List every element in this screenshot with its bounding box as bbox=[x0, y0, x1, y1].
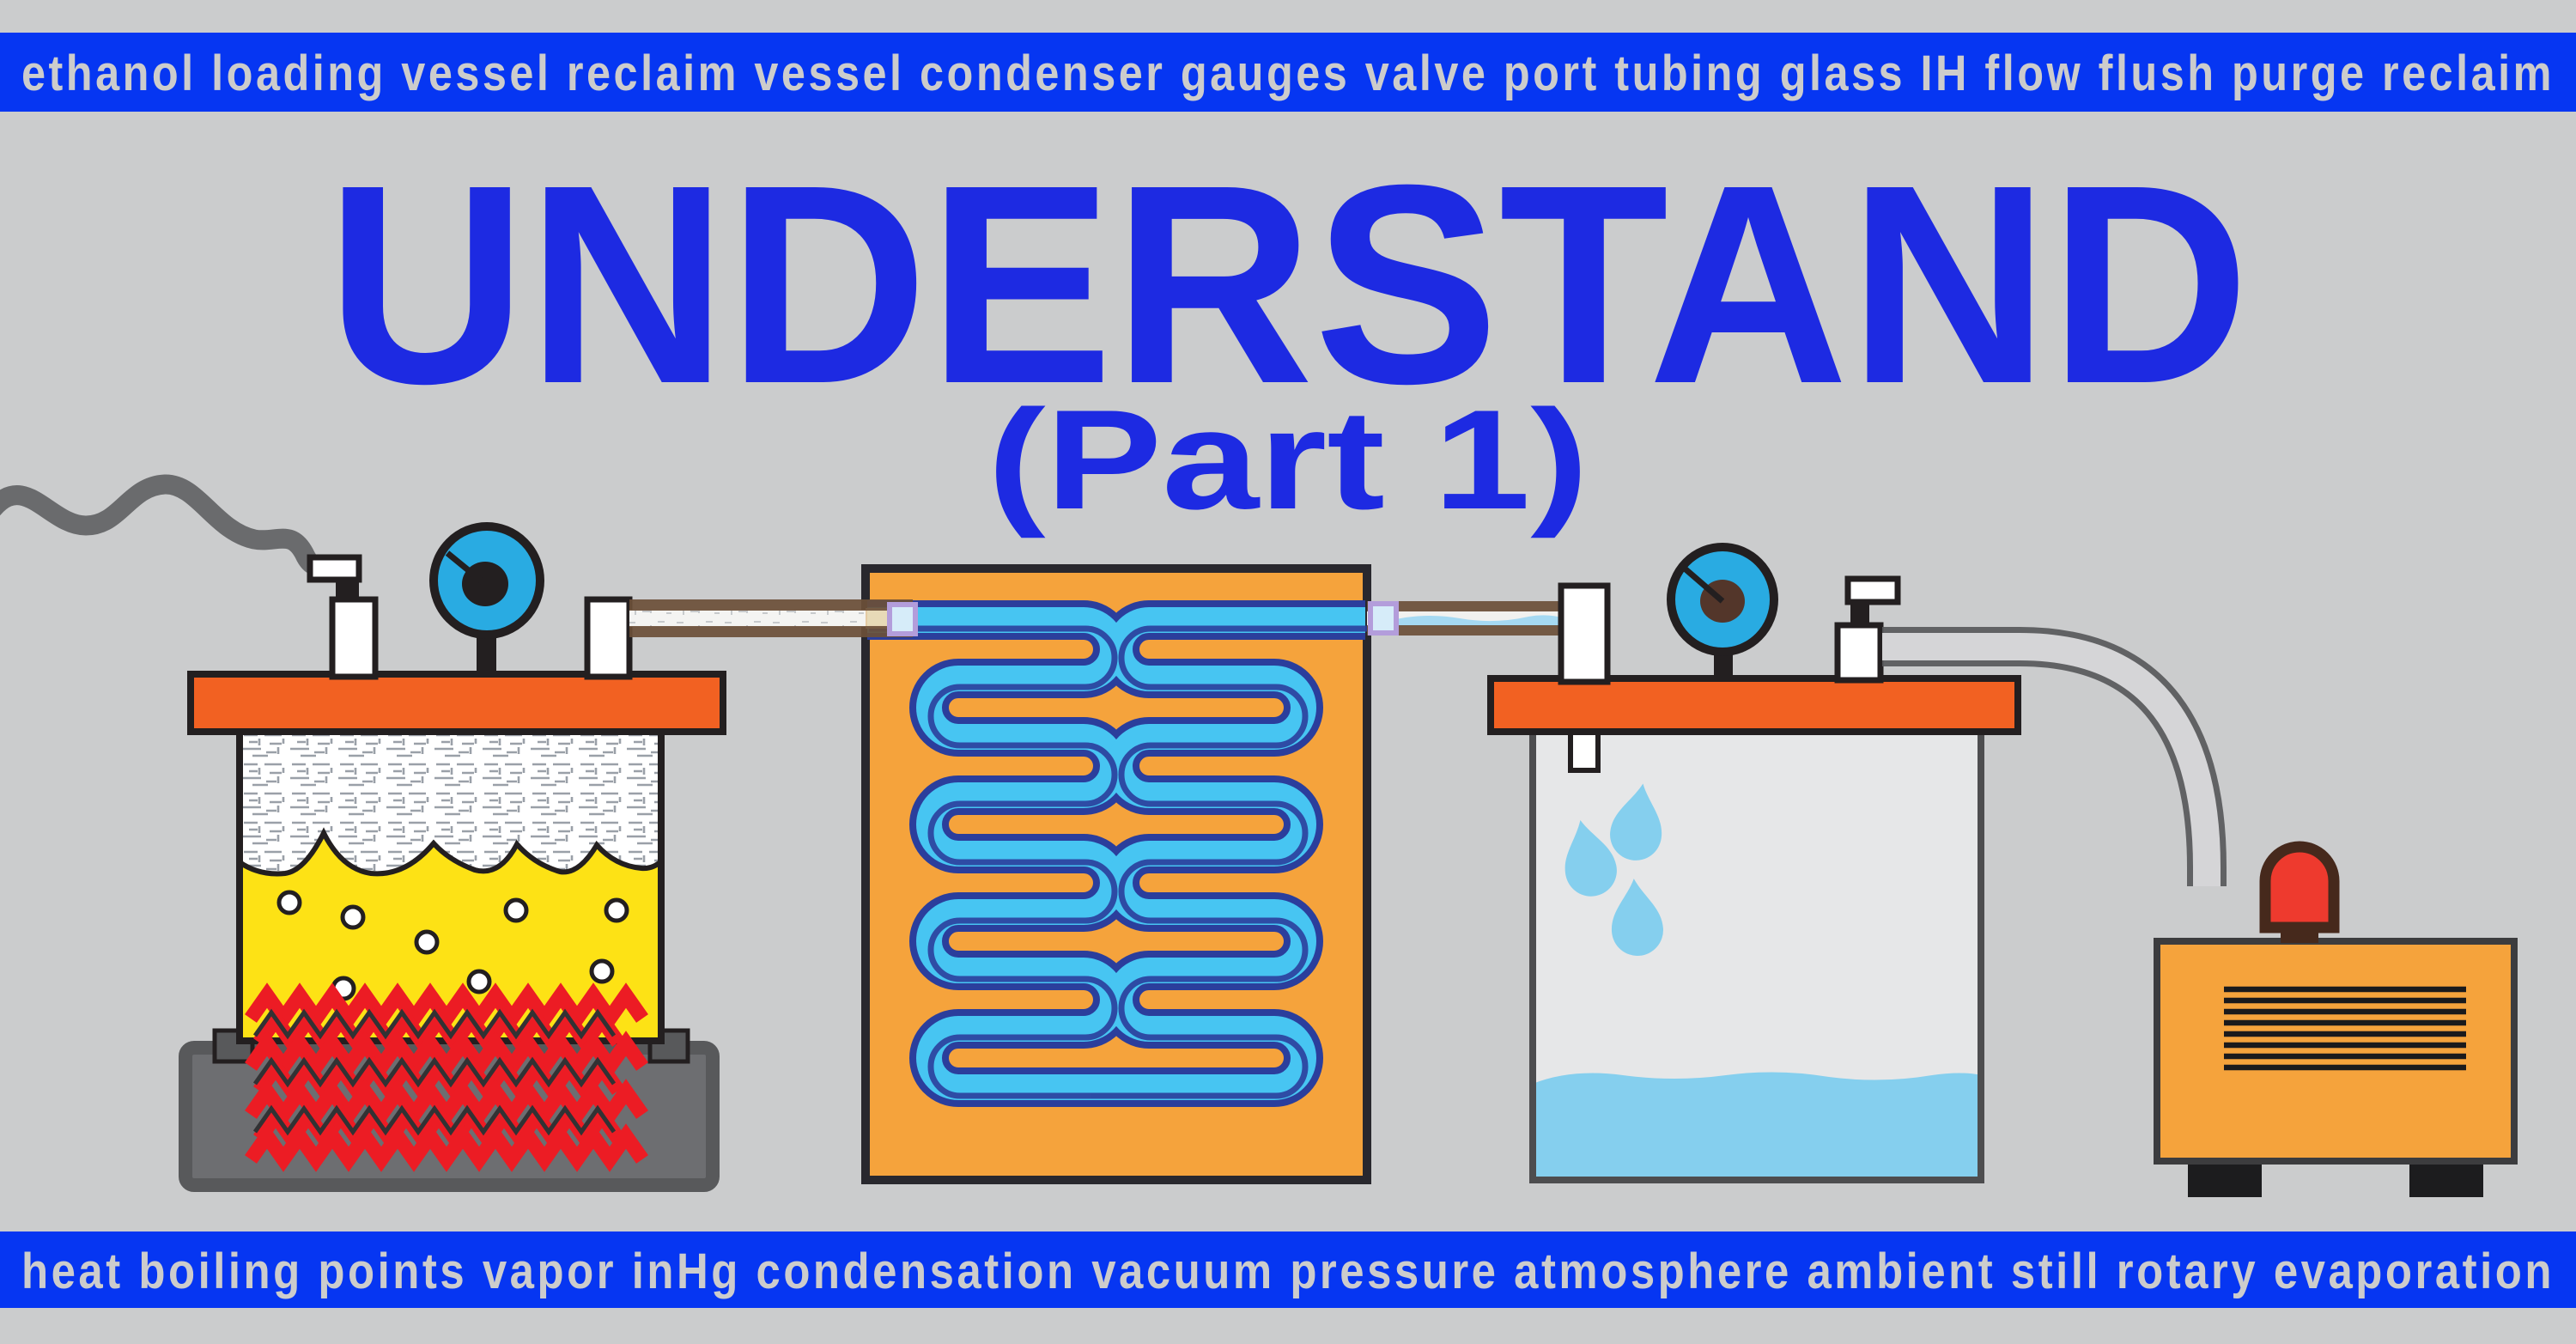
gauge-stem bbox=[477, 631, 496, 677]
pump-vent-grille bbox=[2224, 986, 2466, 1071]
gauge-stem bbox=[1714, 649, 1733, 680]
page-subtitle: (Part 1) bbox=[987, 380, 1589, 538]
pump-foot-right bbox=[2409, 1161, 2483, 1197]
condensate-tube-wall-top bbox=[1367, 601, 1564, 611]
droplet bbox=[1564, 820, 1617, 897]
bubble bbox=[340, 904, 366, 930]
loading-vessel bbox=[236, 728, 665, 1044]
vapor-tube-wall-bottom bbox=[629, 626, 913, 637]
bubbles bbox=[276, 890, 629, 1001]
top-keyword-text: ethanol loading vessel reclaim vessel co… bbox=[21, 46, 2555, 101]
vapor-outlet-port bbox=[584, 596, 633, 680]
coil-outlet-fitting bbox=[1368, 601, 1399, 636]
condensate-tube-wall-bottom bbox=[1367, 625, 1564, 636]
condensate-inlet-port bbox=[1558, 582, 1611, 685]
bottom-keyword-text: heat boiling points vapor inHg condensat… bbox=[21, 1244, 2555, 1299]
vacuum-valve bbox=[1834, 575, 1901, 684]
bubble bbox=[414, 929, 440, 955]
vacuum-valve-handle bbox=[1844, 575, 1901, 605]
bottom-keyword-banner: heat boiling points vapor inHg condensat… bbox=[0, 1231, 2576, 1308]
heating-element-shadow-lines bbox=[252, 1008, 617, 1136]
droplet bbox=[1610, 783, 1662, 861]
loading-valve-handle bbox=[307, 554, 362, 583]
vacuum-pump bbox=[2154, 841, 2518, 1197]
power-cord bbox=[0, 474, 342, 577]
reclaimed-liquid-pool bbox=[1533, 1072, 1981, 1177]
pump-body bbox=[2154, 938, 2518, 1165]
condensate-liquid bbox=[1393, 615, 1564, 626]
bubble bbox=[466, 969, 492, 994]
bubble bbox=[276, 890, 302, 915]
droplet bbox=[1612, 879, 1663, 956]
pressure-gauge-right bbox=[1667, 543, 1778, 680]
dip-tube bbox=[1568, 729, 1601, 773]
vapor-tube-wall-top bbox=[629, 599, 913, 611]
bubble bbox=[589, 958, 615, 984]
loading-vessel-lid bbox=[187, 671, 726, 735]
bubble bbox=[604, 897, 629, 923]
droplets bbox=[1564, 783, 1663, 956]
loading-valve bbox=[307, 554, 379, 680]
top-banner-bar bbox=[0, 33, 2576, 112]
vapor-tube bbox=[629, 599, 918, 637]
top-keyword-banner: ethanol loading vessel reclaim vessel co… bbox=[0, 33, 2576, 112]
page-title: UNDERSTAND bbox=[326, 125, 2250, 442]
reclaim-vessel bbox=[1529, 728, 1984, 1183]
condenser-coil bbox=[867, 600, 1367, 1107]
vapor-speckles bbox=[629, 610, 866, 627]
bubble bbox=[503, 897, 529, 923]
condensate-tube bbox=[1367, 601, 1564, 636]
bottom-banner-bar bbox=[0, 1231, 2576, 1308]
reclaim-vessel-lid bbox=[1487, 675, 2021, 735]
pressure-gauge-left bbox=[429, 522, 544, 677]
vacuum-hose bbox=[1882, 627, 2227, 886]
vacuum-port bbox=[1834, 622, 1884, 684]
gauge-needle bbox=[1682, 566, 1725, 604]
coil-inlet-fitting bbox=[887, 602, 918, 636]
gauge-needle bbox=[445, 550, 488, 587]
alarm-lamp-icon bbox=[2259, 841, 2340, 934]
pump-foot-left bbox=[2188, 1161, 2262, 1197]
loading-port bbox=[329, 596, 379, 680]
